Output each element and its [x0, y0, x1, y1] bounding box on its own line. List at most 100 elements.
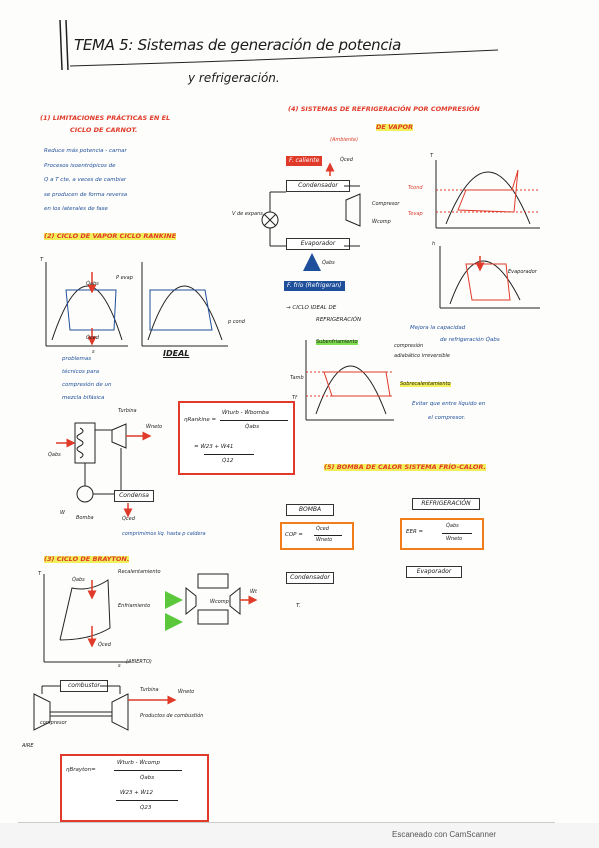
rankine-qabs: Q̇abs: [48, 452, 61, 458]
s4-mejora2: de refrigeración Q̇abs: [440, 337, 500, 343]
rankine-wneto: Ẇneto: [146, 424, 163, 430]
eer-num: Q̇abs: [446, 523, 459, 529]
brayton-formula-box: ηBrayton= Ẇturb - Ẇcomp Q̇abs Ẇ23 + Ẇ12 …: [60, 754, 209, 822]
s2-ideal: IDEAL: [163, 349, 190, 358]
brayton-aire: AIRE: [22, 743, 34, 749]
s4-evitar2: el compresor.: [428, 415, 466, 421]
s4-ffrio: F. frío (Refrigeran): [284, 281, 345, 291]
s5-refrig: REFRIGERACIÓN: [412, 498, 480, 510]
rankine-eq2-den: Q̇12: [222, 458, 234, 464]
brayton-productos: Productos de combustión: [140, 713, 204, 719]
rankine-bomba: Bomba: [76, 515, 94, 521]
margin-line-2: [65, 19, 69, 71]
rankine-qced: Q̇ced: [122, 516, 135, 522]
eer-box: EER = Q̇abs Ẇneto: [400, 518, 484, 550]
s4-adiabatico: adiabático irreversible: [394, 353, 450, 359]
title-underline: [69, 49, 499, 67]
rankine-ts-1: [45, 262, 128, 347]
s4-tevap: Tevap: [408, 211, 423, 217]
rankine-qabs-ts: Q̇abs: [86, 281, 99, 287]
s4-compresion: compresión: [394, 343, 424, 349]
brayton-lhs: ηBrayton=: [66, 767, 96, 773]
s5-t: T.: [296, 603, 301, 609]
eer-lhs: EER =: [406, 529, 424, 535]
s1-line-2: Procesos isoentrópicos de: [44, 163, 116, 169]
rankine-plant: [56, 422, 152, 518]
brayton-wcomp: Ẇcomp: [210, 599, 229, 605]
rankine-qced-ts: Q̇ced: [86, 335, 99, 341]
rankine-axis-t: T: [40, 257, 44, 263]
s2-note-2: técnicos para: [62, 369, 100, 375]
s5-evaporador: Evaporador: [406, 566, 462, 578]
rankine-axis-s: s: [92, 349, 95, 355]
brayton-open-plant: [33, 685, 177, 731]
s4-sobrecal: Sobrecalentamiento: [400, 381, 451, 387]
footer-bar: [0, 823, 599, 848]
s4-tamb: Tamb: [290, 375, 304, 381]
margin-line-1: [59, 19, 63, 71]
brayton-compresor: compresor: [40, 720, 67, 726]
brayton-den: Q̇abs: [140, 775, 155, 781]
brayton-eq2-den: Q̇23: [140, 805, 152, 811]
s2-heading: (2) CICLO DE VAPOR CICLO RANKINE: [44, 232, 177, 240]
s4-mejora: Mejora la capacidad: [410, 325, 466, 331]
brayton-closed: [165, 573, 258, 631]
rankine-den: Q̇abs: [245, 424, 260, 430]
brayton-enfriamiento: Enfriamiento: [118, 603, 151, 609]
s1-line-3: Q a T cte, a veces de cambiar: [44, 177, 127, 183]
cop-box: COP = Q̇ced Ẇneto: [280, 522, 354, 550]
refrig-ph: [439, 246, 540, 309]
rankine-pevap: P evap: [116, 275, 133, 281]
rankine-num: Ẇturb - Ẇbomba: [222, 410, 269, 416]
s4-heading: (4) SISTEMAS DE REFRIGERACIÓN POR COMPRE…: [288, 105, 480, 113]
refrig-ideal-ts: [305, 340, 394, 421]
rankine-lhs: ηRankine =: [184, 417, 217, 423]
page-title: TEMA 5: Sistemas de generación de potenc…: [74, 36, 402, 54]
s4-vexp: V de expans.: [232, 211, 265, 217]
brayton-abierto: (ABIERTO): [126, 659, 152, 665]
brayton-num: Ẇturb - Ẇcomp: [117, 760, 160, 766]
rankine-turbina: Turbina: [118, 408, 137, 414]
refrig-axis-t: T: [430, 153, 434, 159]
s4-evaporador2: Evaporador: [508, 269, 537, 275]
brayton-qabs: Q̇abs: [72, 577, 85, 583]
rankine-note: comprimimos liq. hasta p caldera: [122, 531, 206, 537]
s1-heading2: CICLO DE CARNOT.: [70, 126, 138, 134]
brayton-eq2-num: Ẇ23 + Ẇ12: [120, 790, 153, 796]
s4-cicloideal: → CICLO IDEAL DE: [286, 305, 337, 311]
footer-text: Escaneado con CamScanner: [392, 830, 497, 839]
brayton-axis-s: s: [118, 663, 121, 669]
s4-evitar: Evitar que entre líquido en: [412, 401, 486, 407]
s4-tf: Tf: [292, 395, 297, 401]
refrig-schematic: [261, 162, 361, 271]
s2-note-4: mezcla bifásica: [62, 395, 105, 401]
s4-evaporador: Evaporador: [286, 238, 350, 250]
rankine-condensador: Condensa: [114, 490, 154, 502]
s5-heading: (5) BOMBA DE CALOR SISTEMA FRÍO-CALOR.: [324, 463, 486, 471]
s4-subenfr: Subenfriamiento: [316, 339, 358, 345]
brayton-wneto: Ẇneto: [178, 689, 195, 695]
s1-line-5: en los laterales de fase: [44, 206, 108, 212]
s1-line-4: se producen de forma reversa: [44, 192, 128, 198]
rankine-w: W: [60, 510, 65, 516]
s4-wcomp: Ẇcomp: [372, 219, 391, 225]
s4-tcond: Tcond: [408, 185, 423, 191]
cop-den: Ẇneto: [316, 537, 333, 543]
brayton-axis-t: T: [38, 571, 42, 577]
s5-bomba: BOMBA: [286, 504, 334, 516]
refrig-ts: [435, 160, 540, 229]
s4-compresor: Compresor: [372, 201, 400, 207]
rankine-ts-2: [141, 262, 228, 347]
s4-refrig: REFRIGERACIÓN: [316, 317, 362, 323]
s4-ambiente: (Ambiente): [330, 137, 359, 143]
brayton-turbina: Turbina: [140, 687, 159, 693]
s2-note-3: compresión de un: [62, 382, 112, 388]
s4-qabs: Q̇abs: [322, 260, 335, 266]
rankine-pcond: p cond: [228, 319, 245, 325]
brayton-ts: [43, 574, 130, 663]
cop-num: Q̇ced: [316, 526, 329, 532]
rankine-eq2-num: = Ẇ23 + Ẇ41: [194, 444, 234, 450]
s4-fcaliente: F. caliente: [286, 156, 323, 166]
s2-note-1: problemas: [62, 356, 92, 362]
